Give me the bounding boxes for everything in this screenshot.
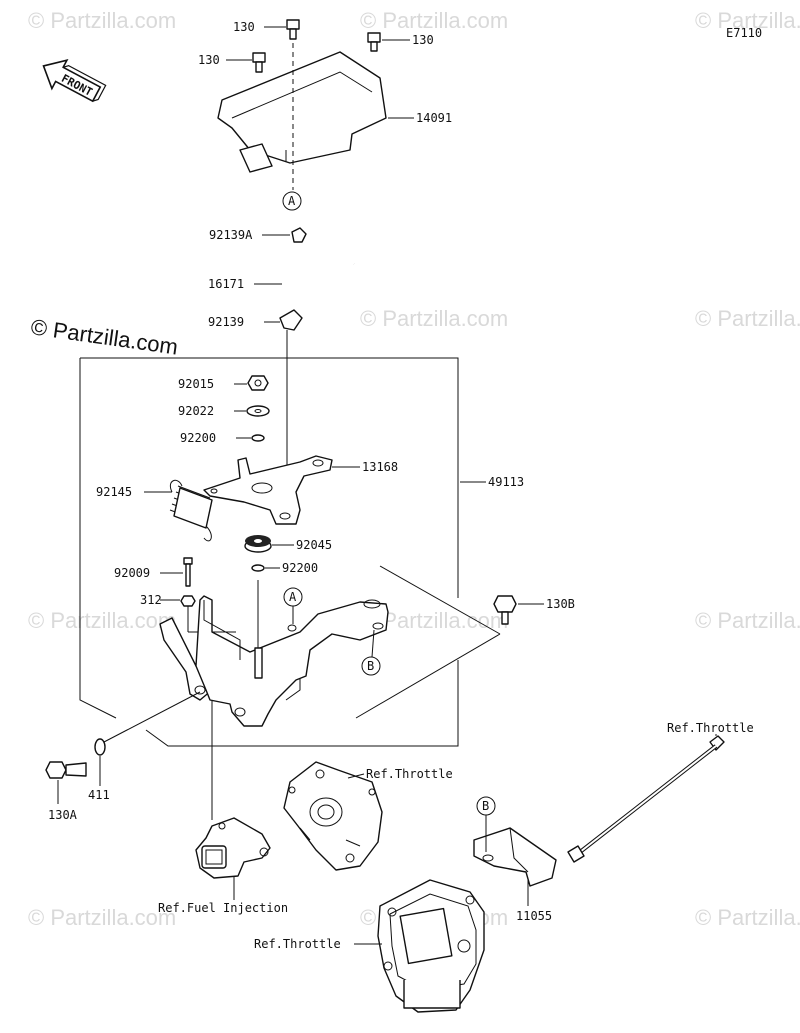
label-92009: 92009 <box>114 566 150 580</box>
watermark: © Partzilla.com <box>695 8 800 33</box>
label-92045: 92045 <box>296 538 332 552</box>
label-16171: 16171 <box>208 277 244 291</box>
grommet-92045 <box>244 535 272 553</box>
label-14091: 14091 <box>416 111 452 125</box>
callout-a-top-label: A <box>288 194 296 208</box>
label-130a: 130A <box>48 808 78 822</box>
watermark: © Partzilla.com <box>695 306 800 331</box>
main-bracket <box>159 595 389 727</box>
clip-92139 <box>279 309 303 331</box>
bolt-130-right <box>367 32 381 52</box>
washer-411 <box>94 738 106 756</box>
label-92139: 92139 <box>208 315 244 329</box>
label-13168: 13168 <box>362 460 398 474</box>
label-92200-bottom: 92200 <box>282 561 318 575</box>
throttle-body-bottom <box>377 879 485 1013</box>
ref-throttle-right: Ref.Throttle <box>667 721 754 735</box>
ref-throttle-mid: Ref.Throttle <box>366 767 453 781</box>
bolt-130-top <box>286 19 300 40</box>
label-130b: 130B <box>546 597 575 611</box>
stud <box>254 647 263 679</box>
callout-a-top <box>282 191 302 211</box>
label-92139a: 92139A <box>209 228 253 242</box>
throttle-cable <box>567 735 725 863</box>
label-312: 312 <box>140 593 162 607</box>
label-130-left: 130 <box>198 53 220 67</box>
callout-b-mid <box>361 656 381 676</box>
throttle-body-mid <box>283 761 383 871</box>
watermark: © Partzilla.com <box>28 905 176 930</box>
diagram-code: E7110 <box>726 26 762 40</box>
clip-92139a <box>291 227 307 243</box>
label-92200-top: 92200 <box>180 431 216 445</box>
ref-throttle-bottom: Ref.Throttle <box>254 937 341 951</box>
watermark: © Partzilla.com <box>360 8 508 33</box>
ecu-cover-14091 <box>217 34 387 190</box>
watermarks: © Partzilla.com © Partzilla.com © Partzi… <box>28 8 800 930</box>
washer-92022 <box>246 405 270 417</box>
bolt-130b <box>493 595 517 625</box>
screw-92009 <box>183 557 193 587</box>
watermark: © Partzilla.com <box>28 8 176 33</box>
label-92015: 92015 <box>178 377 214 391</box>
label-49113: 49113 <box>488 475 524 489</box>
callout-b-low-label: B <box>482 799 489 813</box>
label-92145: 92145 <box>96 485 132 499</box>
bolt-130-left <box>252 52 266 73</box>
spring-92145 <box>169 479 213 542</box>
watermark: © Partzilla.com <box>360 306 508 331</box>
label-92022: 92022 <box>178 404 214 418</box>
callout-a-mid-label: A <box>289 590 297 604</box>
bolt-130a <box>45 761 87 779</box>
label-11055: 11055 <box>516 909 552 923</box>
sensor-fuel-injection <box>195 817 271 879</box>
nut-92015 <box>247 375 269 391</box>
watermark: © Partzilla.com <box>28 608 176 633</box>
washer-92200-top <box>251 434 265 442</box>
front-arrow-icon: FRONT <box>42 59 107 103</box>
label-130-top: 130 <box>233 20 255 34</box>
watermark: © Partzilla.com <box>695 608 800 633</box>
nut-312 <box>180 595 196 607</box>
assembly-outline <box>80 357 459 598</box>
bracket-11055 <box>473 827 557 887</box>
watermark-main: © Partzilla.com <box>29 314 179 359</box>
callout-b-mid-label: B <box>367 659 374 673</box>
lever-plate-13168 <box>203 455 333 525</box>
ref-fuel-injection: Ref.Fuel Injection <box>158 901 288 915</box>
washer-92200-bottom <box>251 564 265 572</box>
watermark: © Partzilla.com <box>695 905 800 930</box>
label-130-right: 130 <box>412 33 434 47</box>
label-411: 411 <box>88 788 110 802</box>
